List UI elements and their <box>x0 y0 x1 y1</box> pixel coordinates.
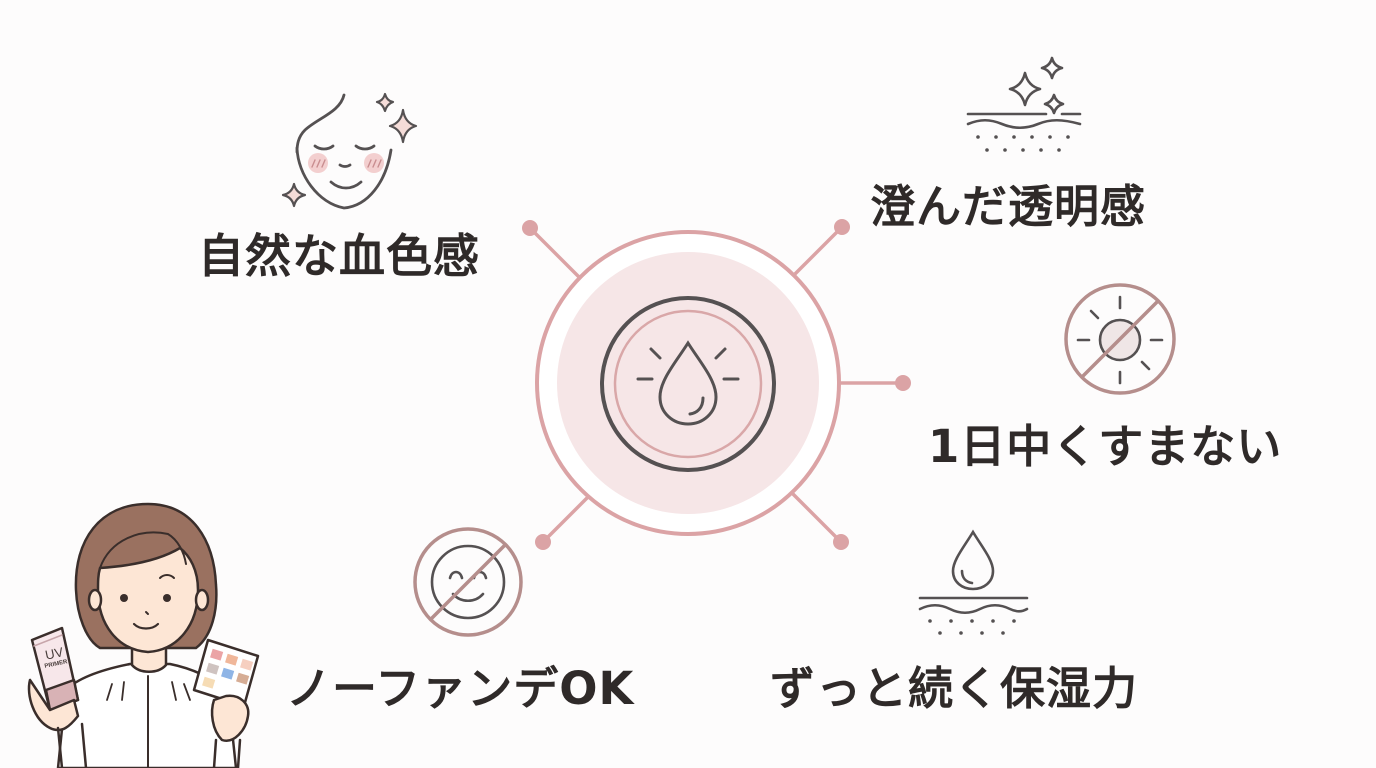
moisture-skin-drop-icon <box>918 529 1029 635</box>
color-palette <box>192 638 260 708</box>
connector-dot-bottom-left <box>535 534 551 550</box>
connector-dot-top-right <box>834 219 850 235</box>
feature-label-no-foundation: ノーファンデOK <box>286 662 635 715</box>
sparkle-skin-icon <box>966 56 1082 152</box>
woman-character <box>27 502 260 768</box>
no-foundation-face-icon <box>413 527 523 637</box>
pink-disc <box>557 252 819 514</box>
palette-swatches <box>202 648 254 689</box>
water-drop-shine-icon <box>636 340 740 426</box>
connector-dot-top-left <box>522 220 538 236</box>
feature-label-lasting-moisture: ずっと続く保湿力 <box>770 662 1139 715</box>
connector-lines <box>522 219 911 550</box>
connector-dot-right <box>895 375 911 391</box>
feature-label-no-dullness: 1日中くすまない <box>928 420 1283 473</box>
inner-pink-ring <box>613 309 763 459</box>
center-hub <box>522 219 911 550</box>
connector-dot-bottom-right <box>833 534 849 550</box>
feature-label-clear-translucency: 澄んだ透明感 <box>870 180 1147 233</box>
inner-dark-ring <box>600 296 776 472</box>
no-dullness-sun-icon <box>1064 283 1176 395</box>
glowing-face-icon <box>281 92 418 210</box>
feature-label-natural-flush: 自然な血色感 <box>198 229 480 283</box>
